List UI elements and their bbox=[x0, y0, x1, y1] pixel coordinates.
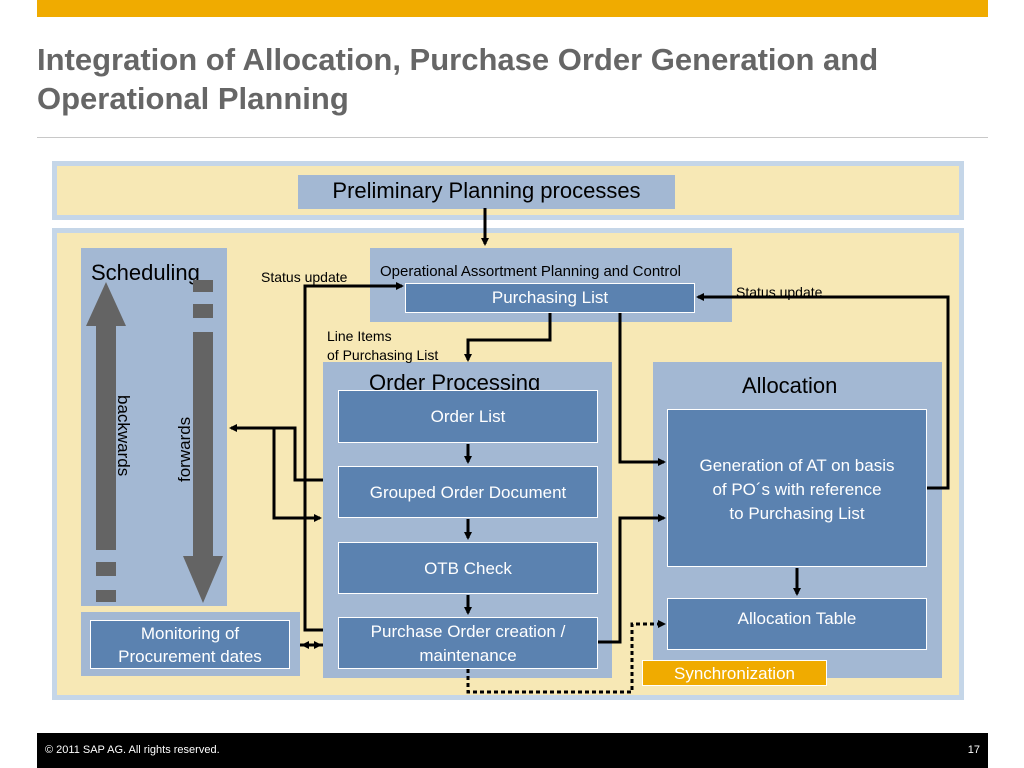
generation-line2: of PO´s with reference bbox=[712, 480, 882, 499]
slide-title-line1: Integration of Allocation, Purchase Orde… bbox=[37, 42, 879, 77]
monitoring-line1: Monitoring of bbox=[140, 624, 240, 643]
monitoring-box: Monitoring of Procurement dates bbox=[90, 620, 290, 669]
copyright-text: © 2011 SAP AG. All rights reserved. bbox=[45, 744, 220, 756]
order-list-box: Order List bbox=[338, 390, 598, 443]
line-items-line1: Line Items bbox=[327, 328, 392, 344]
purchase-order-box: Purchase Order creation / maintenance bbox=[338, 617, 598, 669]
purchasing-list-box: Purchasing List bbox=[405, 283, 695, 313]
title-divider bbox=[37, 137, 988, 138]
status-update-left-label: Status update bbox=[261, 269, 348, 285]
slide-title: Integration of Allocation, Purchase Orde… bbox=[37, 40, 997, 118]
status-update-right-label: Status update bbox=[736, 284, 823, 300]
allocation-table-box: Allocation Table bbox=[667, 598, 927, 650]
line-items-line2: of Purchasing List bbox=[327, 347, 439, 363]
scheduling-title: Scheduling bbox=[91, 260, 200, 285]
generation-line1: Generation of AT on basis bbox=[699, 456, 895, 475]
generation-line3: to Purchasing List bbox=[729, 504, 865, 523]
line-items-label: Line Items of Purchasing List bbox=[327, 327, 438, 365]
preliminary-planning-box: Preliminary Planning processes bbox=[298, 175, 675, 209]
purchase-order-line2: maintenance bbox=[419, 646, 517, 665]
monitoring-line2: Procurement dates bbox=[118, 647, 262, 666]
synchronization-label: Synchronization bbox=[642, 660, 827, 686]
opa-title: Operational Assortment Planning and Cont… bbox=[380, 263, 682, 280]
generation-at-box: Generation of AT on basis of PO´s with r… bbox=[667, 409, 927, 567]
top-accent-bar bbox=[37, 0, 988, 17]
grouped-order-box: Grouped Order Document bbox=[338, 466, 598, 518]
page-number: 17 bbox=[967, 744, 980, 756]
otb-check-box: OTB Check bbox=[338, 542, 598, 594]
footer-bar: © 2011 SAP AG. All rights reserved. 17 bbox=[37, 733, 988, 768]
slide-title-line2: Operational Planning bbox=[37, 81, 349, 116]
scheduling-panel bbox=[81, 248, 227, 606]
purchase-order-line1: Purchase Order creation / bbox=[370, 622, 566, 641]
allocation-title: Allocation bbox=[742, 373, 838, 398]
